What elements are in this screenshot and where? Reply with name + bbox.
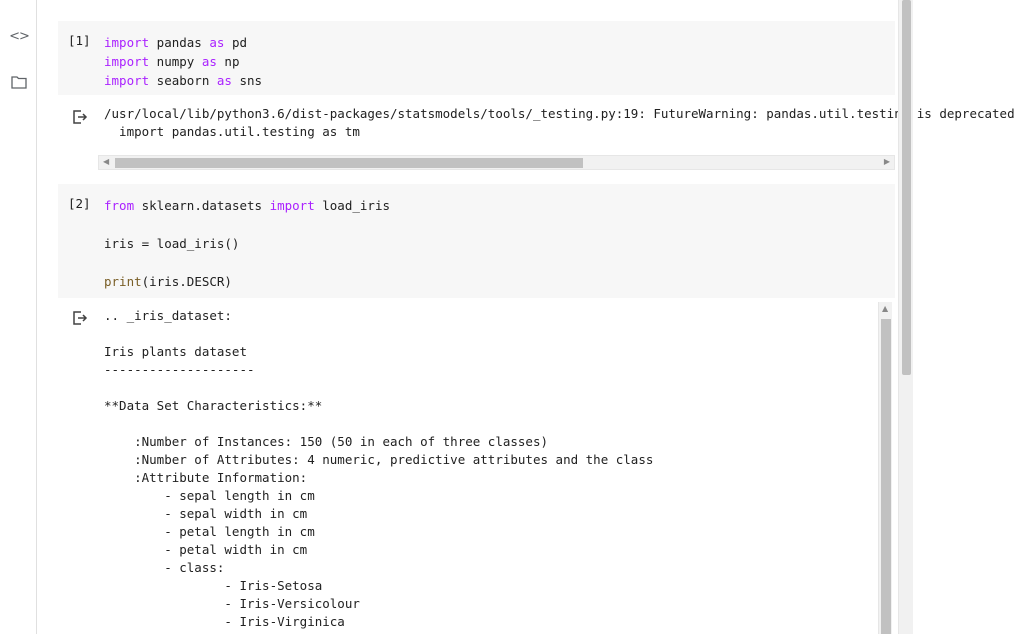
cell-2-output: .. _iris_dataset: Iris plants dataset ----… — [104, 307, 653, 631]
code-icon[interactable]: <> — [9, 28, 30, 44]
output-line — [104, 379, 653, 397]
output-line: :Number of Attributes: 4 numeric, predic… — [104, 452, 654, 467]
code-line: print(iris.DESCR) — [104, 274, 232, 289]
code-cell-1[interactable]: [1] import pandas as pd import numpy as … — [58, 21, 895, 95]
output-line: - Iris-Virginica — [104, 614, 345, 629]
scroll-up-icon[interactable]: ▲ — [882, 304, 889, 313]
output-line: :Attribute Information: — [104, 470, 308, 485]
folder-icon[interactable] — [9, 72, 29, 92]
scrollbar-thumb[interactable] — [902, 0, 911, 375]
code-line: import pandas as pd — [104, 35, 248, 50]
output-line: Iris plants dataset — [104, 344, 247, 359]
output-line: - petal width in cm — [104, 542, 308, 557]
output-line — [104, 415, 653, 433]
output-vertical-scrollbar[interactable]: ▲ — [878, 302, 892, 634]
scroll-right-icon[interactable]: ▶ — [883, 157, 890, 166]
output-line: - sepal length in cm — [104, 488, 315, 503]
code-cell-2[interactable]: [2] from sklearn.datasets import load_ir… — [58, 184, 895, 298]
output-line: - petal length in cm — [104, 524, 315, 539]
code-editor[interactable]: import pandas as pd import numpy as np i… — [104, 33, 262, 90]
page-scrollbar[interactable] — [898, 0, 913, 634]
code-line: iris = load_iris() — [104, 236, 240, 251]
output-line: -------------------- — [104, 362, 255, 377]
output-line: - Iris-Setosa — [104, 578, 323, 593]
output-line: import pandas.util.testing as tm — [104, 124, 360, 139]
cell-1-output: /usr/local/lib/python3.6/dist-packages/s… — [104, 105, 1015, 141]
code-line: import numpy as np — [104, 54, 240, 69]
output-line: - class: — [104, 560, 225, 575]
code-editor[interactable]: from sklearn.datasets import load_iris i… — [104, 196, 390, 291]
output-line — [104, 325, 653, 343]
output-line: - Iris-Versicolour — [104, 596, 360, 611]
output-line: /usr/local/lib/python3.6/dist-packages/s… — [104, 106, 1015, 121]
output-line: **Data Set Characteristics:** — [104, 398, 323, 413]
output-line: - sepal width in cm — [104, 506, 308, 521]
output-line: :Number of Instances: 150 (50 in each of… — [104, 434, 549, 449]
execution-count: [1] — [68, 33, 91, 48]
scrollbar-thumb[interactable] — [881, 319, 891, 634]
scroll-left-icon[interactable]: ◀ — [103, 157, 110, 166]
execution-count: [2] — [68, 196, 91, 211]
code-line: from sklearn.datasets import load_iris — [104, 198, 390, 213]
horizontal-scrollbar[interactable]: ◀ ▶ — [98, 155, 895, 170]
code-line: import seaborn as sns — [104, 73, 263, 88]
output-icon[interactable] — [72, 310, 88, 326]
output-line: .. _iris_dataset: — [104, 308, 232, 323]
scrollbar-thumb[interactable] — [115, 158, 583, 168]
output-icon[interactable] — [72, 109, 88, 125]
left-rail: <> — [0, 0, 37, 634]
